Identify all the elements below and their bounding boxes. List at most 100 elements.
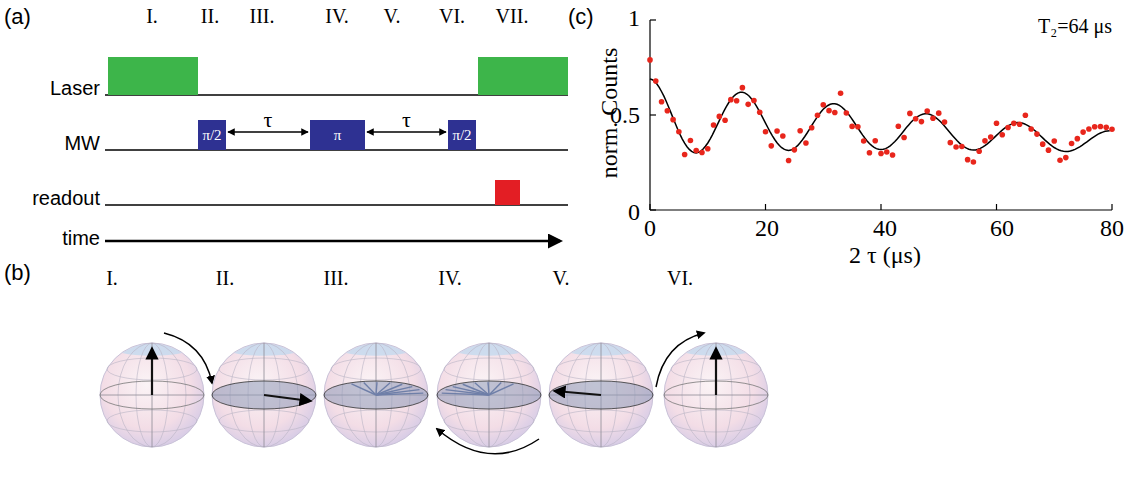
rotation-arrow <box>164 333 212 383</box>
data-point <box>1069 141 1075 147</box>
delay-arrow <box>228 131 308 133</box>
stroke <box>437 343 541 447</box>
text-label: I. <box>106 268 118 288</box>
dephasing-vector <box>375 382 377 395</box>
tick-label: 60 <box>990 216 1014 240</box>
bloch-sphere <box>324 343 428 447</box>
state-vector <box>555 391 601 395</box>
fit-curve <box>650 79 1110 153</box>
data-point <box>734 98 740 104</box>
text-label: VI. <box>439 6 465 26</box>
equator-plane <box>324 381 428 409</box>
data-point <box>1040 141 1046 147</box>
axis-label: 2 τ (μs) <box>849 243 921 267</box>
dephasing-vector <box>489 384 514 395</box>
text-label: MW <box>64 133 100 153</box>
data-point <box>699 150 705 156</box>
data-point <box>936 110 942 116</box>
stroke <box>100 343 204 447</box>
data-point <box>763 129 769 135</box>
data-point <box>682 152 688 158</box>
data-point <box>774 128 780 134</box>
tick <box>650 19 656 20</box>
data-point <box>792 147 798 153</box>
dephasing-vector <box>376 383 390 395</box>
text-label: time <box>62 228 100 248</box>
data-point <box>878 151 884 157</box>
delay-arrow <box>367 131 446 133</box>
data-point <box>1109 126 1115 132</box>
equator-plane <box>437 381 541 409</box>
data-point <box>1017 122 1023 128</box>
rotation-arrow <box>656 333 704 387</box>
data-point <box>948 140 954 146</box>
text-label: III. <box>250 6 275 26</box>
equator-plane <box>549 381 653 409</box>
data-point <box>688 138 694 144</box>
data-point <box>884 149 890 155</box>
text-label: V. <box>384 6 401 26</box>
text-label: III. <box>324 268 349 288</box>
tick <box>880 204 881 210</box>
data-point <box>959 144 965 150</box>
tick-label: 0 <box>644 216 656 240</box>
data-point <box>1023 112 1029 118</box>
data-point <box>815 112 821 118</box>
text-label: VII. <box>496 6 529 26</box>
bloch-sphere <box>100 333 212 447</box>
tick <box>1111 204 1112 210</box>
pulse-label: π <box>334 127 342 144</box>
data-point <box>757 109 763 115</box>
data-point <box>717 114 723 120</box>
text-label: (c) <box>568 6 594 28</box>
data-point <box>901 135 907 141</box>
delay-label: τ <box>400 109 413 131</box>
readout-pulse <box>495 180 520 205</box>
data-point <box>907 111 913 117</box>
dephasing-vector <box>364 383 376 395</box>
data-point <box>693 148 699 154</box>
data-point <box>711 122 717 128</box>
tick-label: 0 <box>628 200 640 224</box>
data-point <box>1080 129 1086 135</box>
stroke <box>664 343 768 447</box>
dephasing-vector <box>463 384 489 395</box>
data-point <box>844 110 850 116</box>
data-point <box>768 143 774 149</box>
text-label: Laser <box>50 78 100 98</box>
tick-label: 1 <box>628 6 640 30</box>
text-label: II. <box>216 268 234 288</box>
data-point <box>740 85 746 91</box>
dephasing-vector <box>475 383 489 395</box>
data-point <box>820 102 826 108</box>
tick <box>649 204 650 210</box>
data-point <box>855 124 861 130</box>
data-point <box>786 158 792 164</box>
data-point <box>976 148 982 154</box>
text-label: IV. <box>325 6 349 26</box>
data-point <box>994 121 1000 127</box>
data-point <box>982 138 988 144</box>
dephasing-vector <box>487 382 489 395</box>
text-label: I. <box>146 6 158 26</box>
data-point <box>826 108 832 114</box>
data-point <box>676 129 682 135</box>
data-point <box>971 159 977 165</box>
data-point <box>809 125 815 131</box>
data-point <box>913 116 919 122</box>
tick <box>650 114 656 115</box>
data-point <box>653 78 659 84</box>
tick <box>996 204 997 210</box>
state-vector <box>715 349 717 395</box>
axis-label: T₂=64 μs <box>1038 16 1112 36</box>
data-point <box>849 124 855 130</box>
tick-label: 40 <box>873 216 897 240</box>
stroke <box>152 343 153 447</box>
data-point <box>647 57 653 63</box>
data-point <box>930 116 936 122</box>
tick-label: 0.5 <box>610 103 640 127</box>
laser-pulse <box>478 57 568 95</box>
state-vector <box>151 349 153 395</box>
